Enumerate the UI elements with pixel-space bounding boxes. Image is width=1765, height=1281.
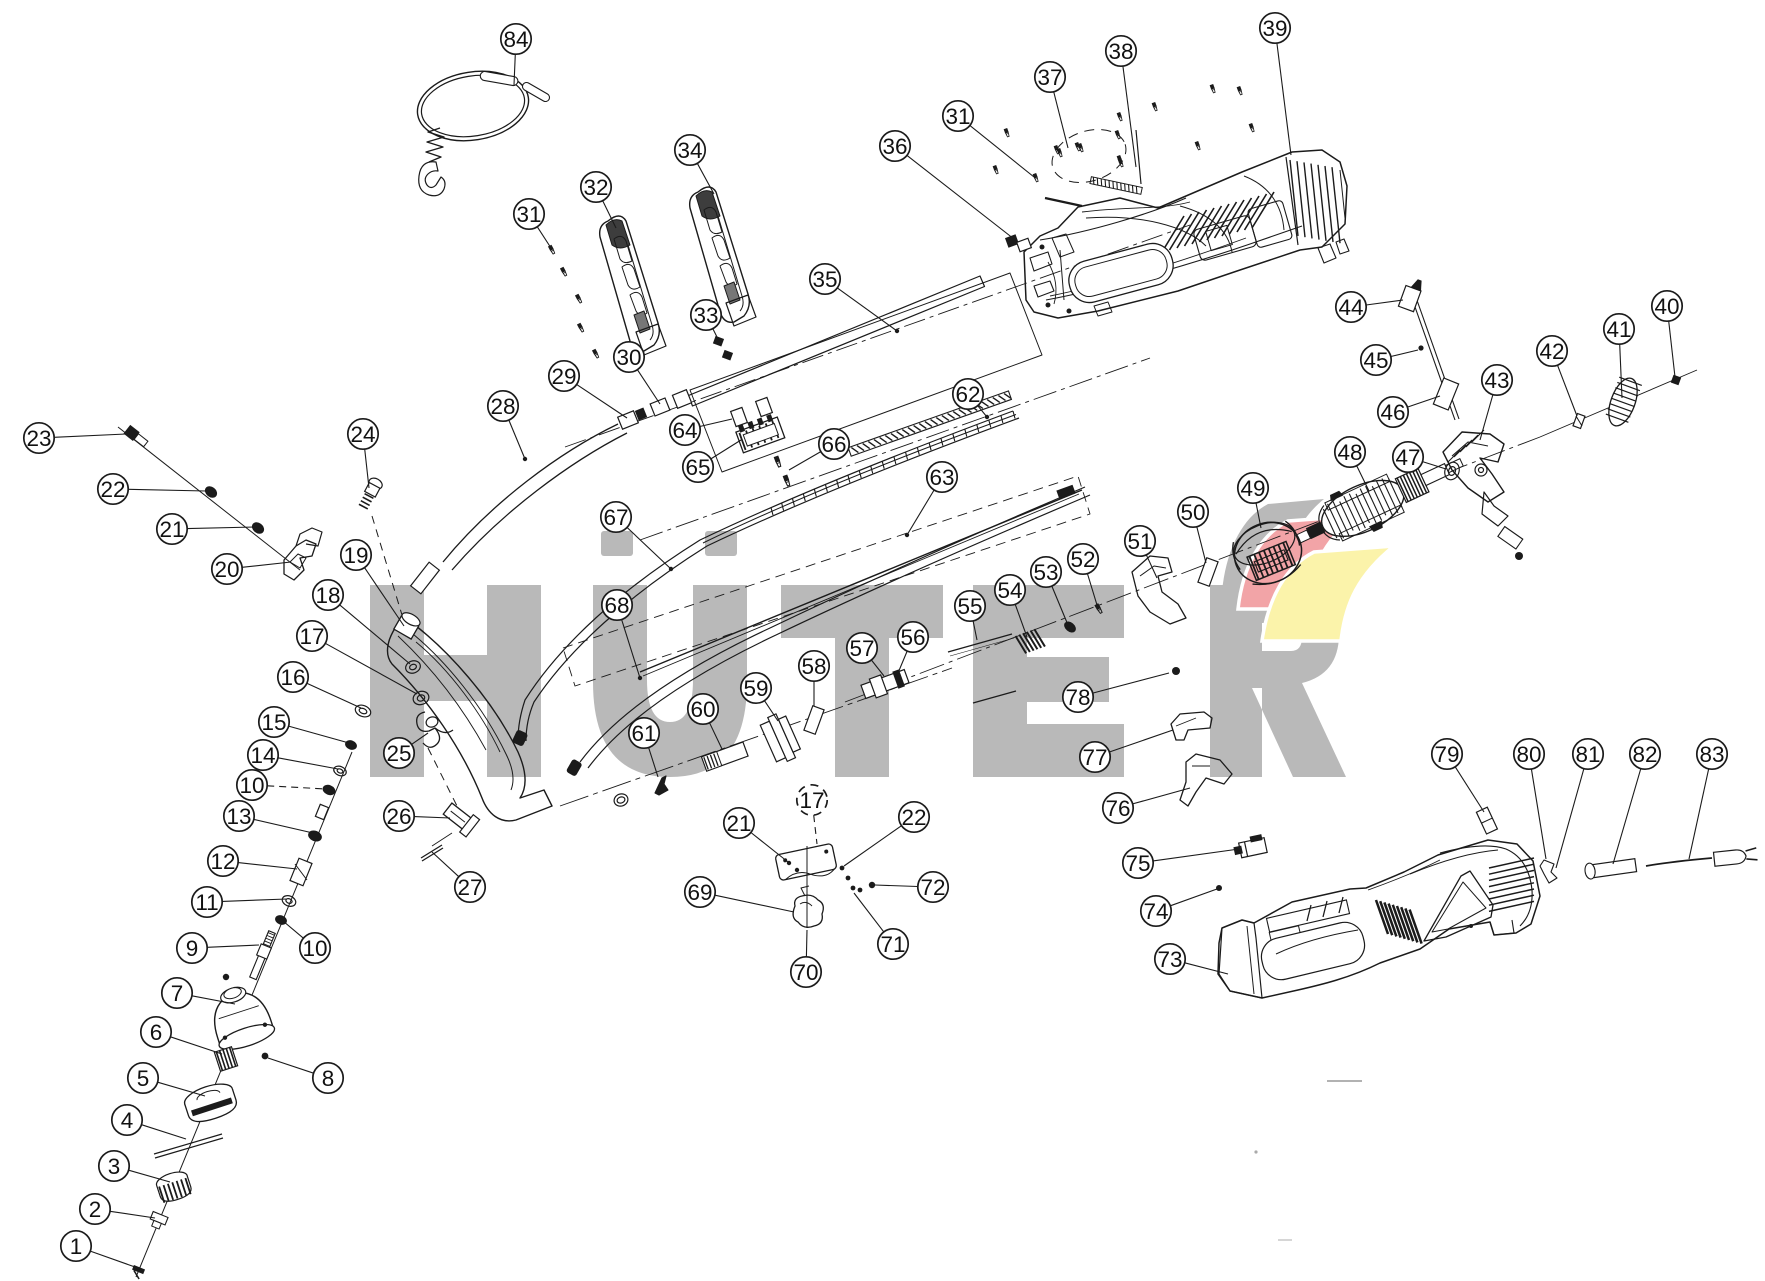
svg-text:17: 17 xyxy=(799,788,824,813)
svg-text:49: 49 xyxy=(1240,476,1265,501)
svg-text:22: 22 xyxy=(100,477,125,502)
svg-text:32: 32 xyxy=(583,175,608,200)
svg-text:41: 41 xyxy=(1606,317,1631,342)
svg-text:33: 33 xyxy=(693,303,718,328)
svg-text:80: 80 xyxy=(1516,742,1541,767)
svg-text:75: 75 xyxy=(1125,851,1150,876)
svg-text:72: 72 xyxy=(920,875,945,900)
svg-text:45: 45 xyxy=(1363,348,1388,373)
svg-text:12: 12 xyxy=(210,849,235,874)
svg-text:67: 67 xyxy=(603,505,628,530)
svg-text:9: 9 xyxy=(186,936,199,961)
svg-text:18: 18 xyxy=(315,583,340,608)
svg-text:3: 3 xyxy=(108,1154,121,1179)
svg-text:54: 54 xyxy=(997,578,1022,603)
svg-text:25: 25 xyxy=(386,741,411,766)
svg-text:27: 27 xyxy=(457,875,482,900)
svg-text:39: 39 xyxy=(1262,16,1287,41)
svg-text:81: 81 xyxy=(1575,742,1600,767)
svg-text:21: 21 xyxy=(159,517,184,542)
svg-text:65: 65 xyxy=(685,455,710,480)
svg-text:36: 36 xyxy=(882,134,907,159)
svg-text:76: 76 xyxy=(1105,796,1130,821)
svg-text:63: 63 xyxy=(929,465,954,490)
svg-text:51: 51 xyxy=(1127,529,1152,554)
svg-text:43: 43 xyxy=(1484,368,1509,393)
svg-text:55: 55 xyxy=(957,594,982,619)
svg-text:60: 60 xyxy=(690,697,715,722)
svg-text:68: 68 xyxy=(604,593,629,618)
svg-text:2: 2 xyxy=(89,1197,102,1222)
svg-text:13: 13 xyxy=(226,804,251,829)
svg-text:48: 48 xyxy=(1337,440,1362,465)
svg-text:79: 79 xyxy=(1434,742,1459,767)
svg-text:23: 23 xyxy=(26,426,51,451)
svg-text:61: 61 xyxy=(631,721,656,746)
svg-text:58: 58 xyxy=(801,654,826,679)
svg-text:53: 53 xyxy=(1033,560,1058,585)
svg-text:30: 30 xyxy=(616,345,641,370)
svg-text:29: 29 xyxy=(551,364,576,389)
svg-text:10: 10 xyxy=(239,773,264,798)
svg-text:15: 15 xyxy=(261,710,286,735)
svg-text:74: 74 xyxy=(1143,899,1168,924)
svg-text:46: 46 xyxy=(1380,400,1405,425)
svg-text:82: 82 xyxy=(1632,742,1657,767)
svg-text:1: 1 xyxy=(70,1234,83,1259)
svg-text:38: 38 xyxy=(1108,39,1133,64)
svg-text:28: 28 xyxy=(490,394,515,419)
svg-text:22: 22 xyxy=(901,805,926,830)
svg-text:66: 66 xyxy=(821,432,846,457)
svg-text:70: 70 xyxy=(793,960,818,985)
svg-text:40: 40 xyxy=(1654,294,1679,319)
svg-text:84: 84 xyxy=(503,27,528,52)
svg-text:52: 52 xyxy=(1070,547,1095,572)
svg-text:34: 34 xyxy=(677,138,702,163)
svg-text:78: 78 xyxy=(1065,685,1090,710)
svg-text:10: 10 xyxy=(302,936,327,961)
svg-text:44: 44 xyxy=(1338,295,1363,320)
svg-text:64: 64 xyxy=(672,418,697,443)
svg-text:57: 57 xyxy=(849,636,874,661)
svg-text:77: 77 xyxy=(1082,745,1107,770)
svg-text:62: 62 xyxy=(955,382,980,407)
svg-text:5: 5 xyxy=(137,1066,150,1091)
svg-text:47: 47 xyxy=(1395,445,1420,470)
svg-text:59: 59 xyxy=(743,676,768,701)
svg-text:17: 17 xyxy=(299,624,324,649)
svg-text:14: 14 xyxy=(250,743,275,768)
svg-text:31: 31 xyxy=(945,104,970,129)
svg-text:24: 24 xyxy=(350,422,375,447)
svg-text:37: 37 xyxy=(1037,65,1062,90)
svg-text:42: 42 xyxy=(1539,339,1564,364)
svg-text:56: 56 xyxy=(900,625,925,650)
svg-text:83: 83 xyxy=(1699,742,1724,767)
svg-text:6: 6 xyxy=(150,1020,163,1045)
svg-text:20: 20 xyxy=(214,557,239,582)
svg-text:50: 50 xyxy=(1180,500,1205,525)
svg-text:19: 19 xyxy=(343,543,368,568)
svg-text:7: 7 xyxy=(171,981,184,1006)
svg-text:31: 31 xyxy=(516,202,541,227)
svg-text:21: 21 xyxy=(726,811,751,836)
svg-text:71: 71 xyxy=(880,932,905,957)
svg-text:69: 69 xyxy=(687,880,712,905)
svg-text:26: 26 xyxy=(386,804,411,829)
svg-text:4: 4 xyxy=(121,1108,134,1133)
svg-text:8: 8 xyxy=(322,1066,335,1091)
svg-text:73: 73 xyxy=(1157,947,1182,972)
svg-text:11: 11 xyxy=(195,890,218,915)
svg-text:35: 35 xyxy=(812,267,837,292)
svg-text:16: 16 xyxy=(280,665,305,690)
